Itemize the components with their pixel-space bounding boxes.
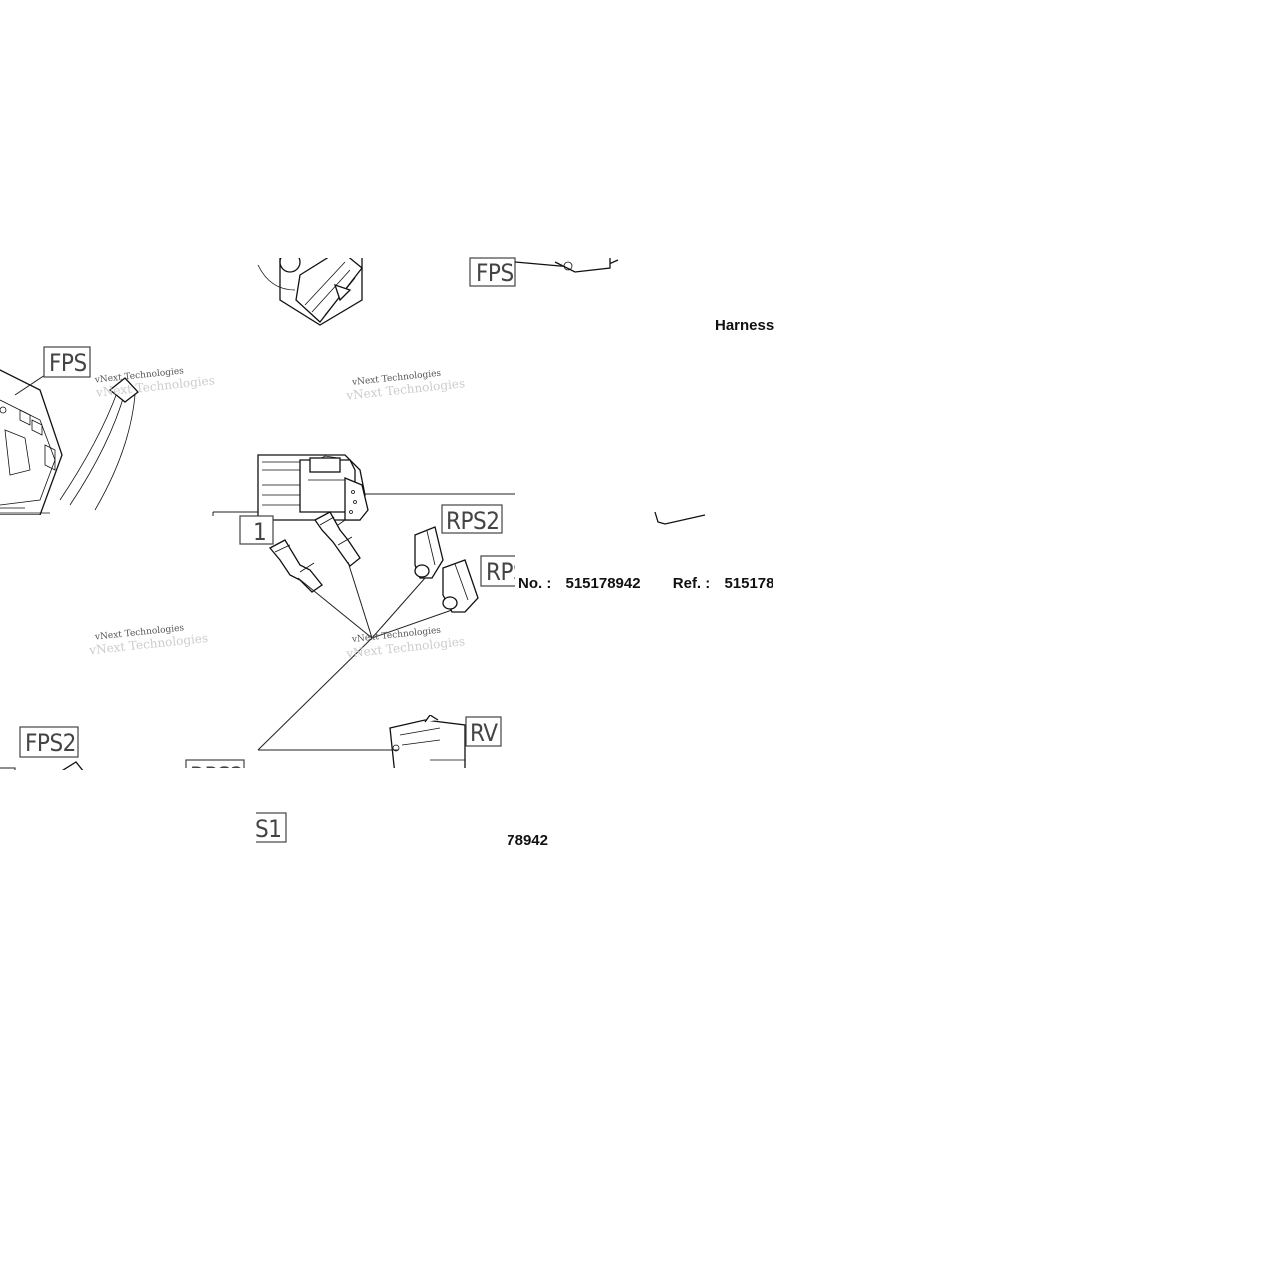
- ref-label: Ref. :: [672, 575, 711, 592]
- watermark-4: vNext Technologies vNext Technologies: [345, 626, 466, 661]
- bottom-part-code: 515178942: [508, 832, 548, 849]
- part-title: Harness: [715, 317, 775, 334]
- callout-fps-left: FPS: [43, 346, 91, 378]
- terminal-3: [414, 526, 444, 579]
- watermark-1: vNext Technologies vNext Technologies: [93, 366, 215, 399]
- no-label: No. :: [518, 575, 552, 592]
- callout-rps2-top: RPS2: [441, 504, 503, 535]
- callout-rps2-top-text: RPS2: [446, 507, 499, 535]
- watermark-2: vNext Technologies vNext Technologies: [345, 369, 466, 403]
- callout-rps-right-text: RPS: [486, 558, 526, 586]
- rv-part: [258, 715, 466, 768]
- wire-bundle: [257, 519, 453, 751]
- ref-value: 515178942: [724, 575, 773, 592]
- terminal-2: [314, 511, 361, 567]
- left-sensor-part: [0, 369, 139, 515]
- top-right-connector: [515, 258, 619, 273]
- callout-fps2-text: FPS2: [25, 729, 76, 757]
- callout-rv-text: RV: [470, 719, 498, 747]
- callout-fps-top: FPS: [469, 257, 516, 287]
- callout-1: 1: [212, 511, 274, 546]
- callout-1-text: 1: [253, 518, 266, 546]
- callout-rps1: S1: [255, 812, 287, 843]
- right-edge-part: [654, 511, 706, 525]
- terminal-4: [442, 559, 479, 613]
- no-value: 515178942: [565, 575, 641, 592]
- callout-fps-left-text: FPS: [49, 349, 87, 377]
- watermark-3: vNext Technologies vNext Technologies: [88, 623, 209, 657]
- main-connector: [257, 454, 515, 521]
- callout-rps2-bottom-text: RPS2: [190, 762, 243, 790]
- part-numbers: No. : 515178942 Ref. : 515178942: [518, 575, 773, 597]
- callout-rv: RV: [465, 716, 502, 747]
- terminal-1: [268, 539, 323, 593]
- callout-rps1-text: S1: [255, 815, 281, 843]
- callout-rps-right: RPS: [480, 555, 526, 587]
- callout-rps2-bottom: RPS2: [185, 759, 245, 790]
- callout-fps2: FPS2: [19, 726, 79, 758]
- top-sensor-part: [257, 258, 363, 326]
- callout-fps-top-text: FPS: [476, 259, 514, 287]
- fps2-part: [0, 761, 84, 770]
